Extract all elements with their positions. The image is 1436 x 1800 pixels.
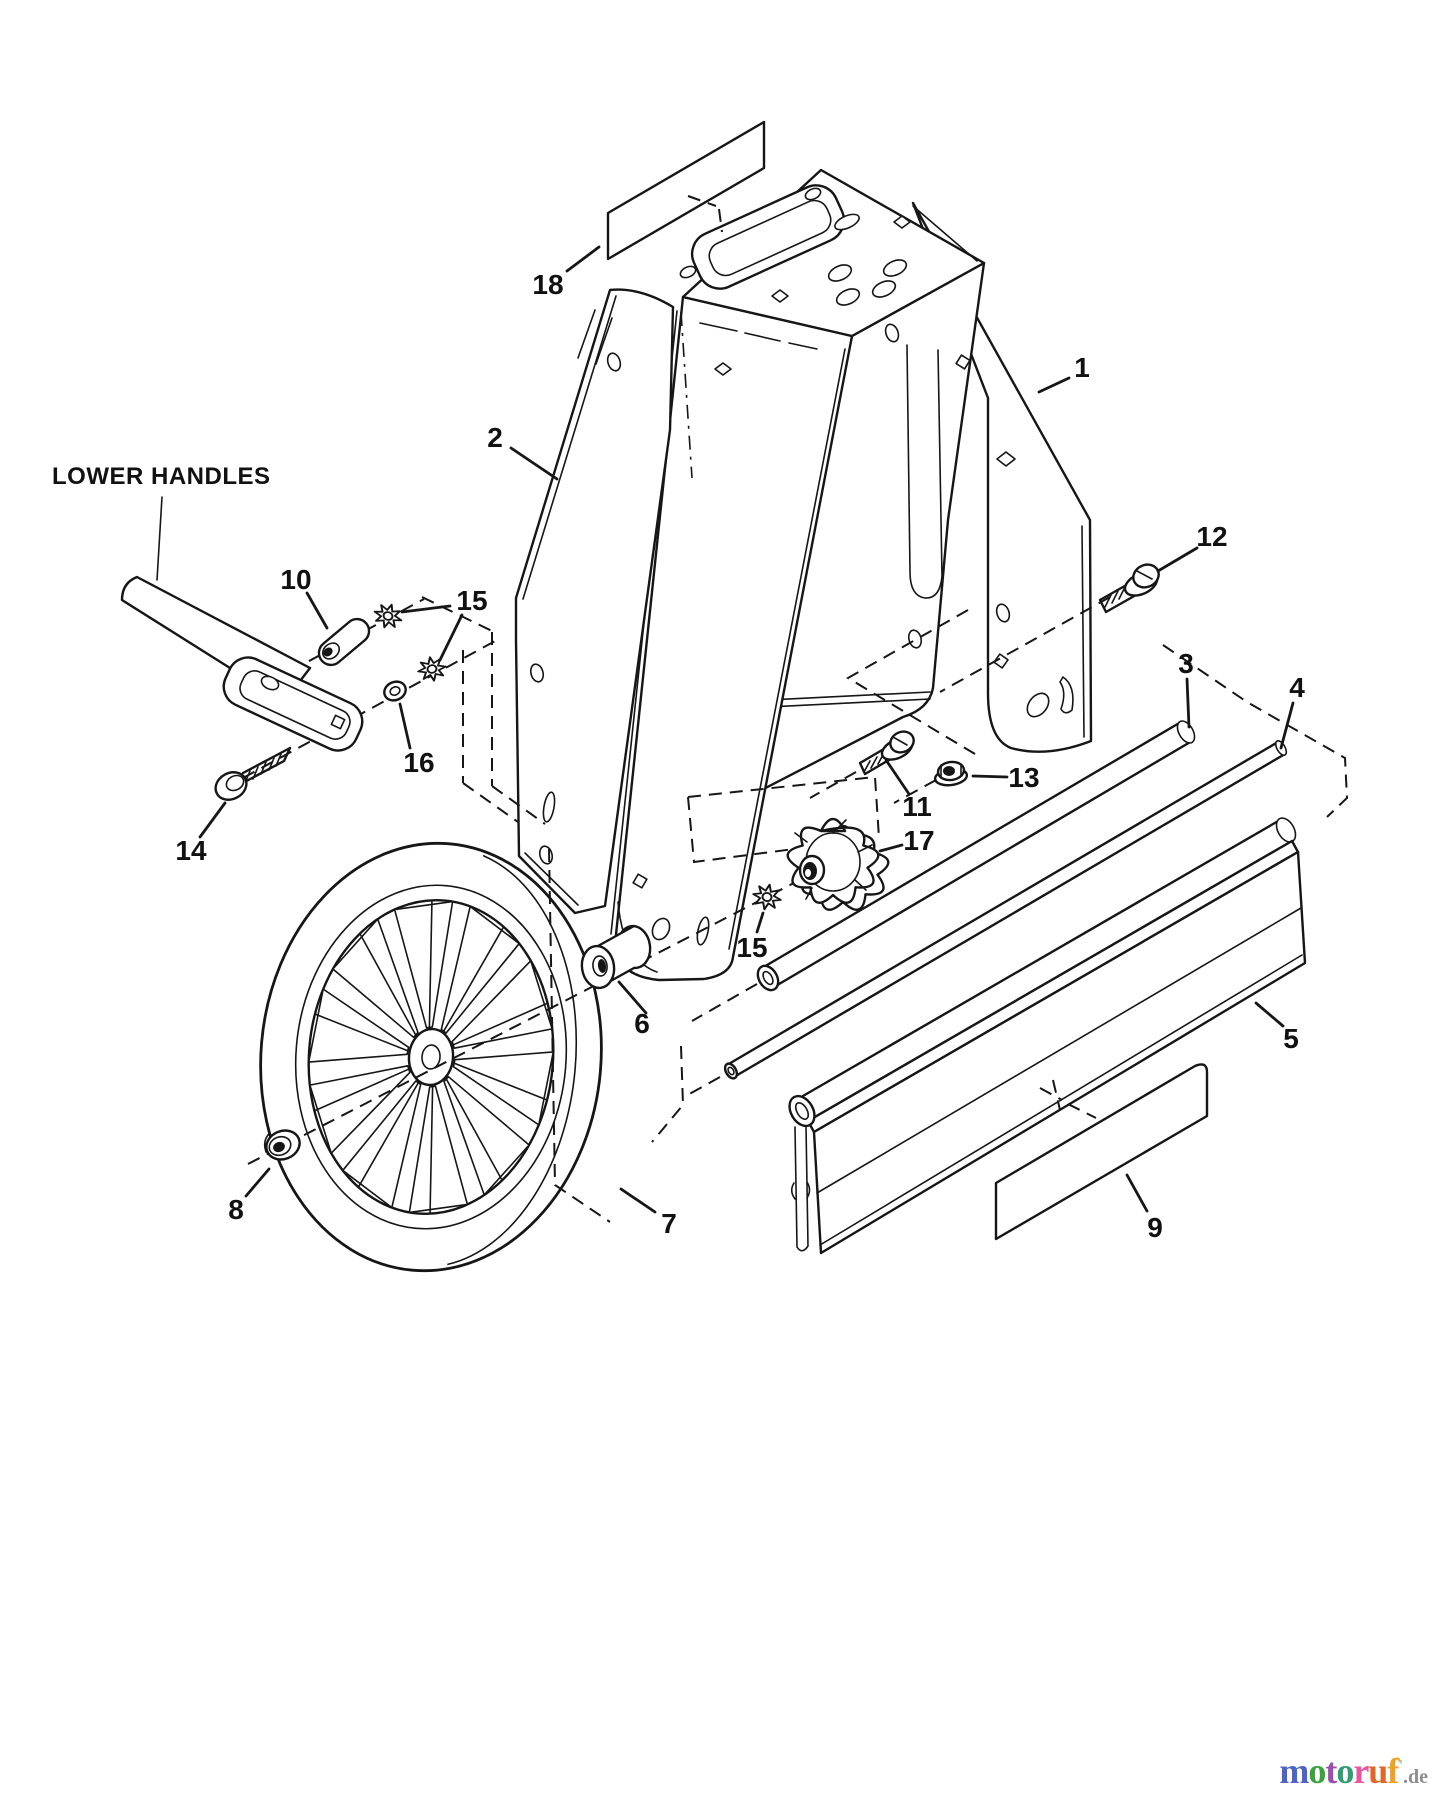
leader-line-12 [1156,546,1199,573]
leader-line-15l [755,911,765,934]
wheel [259,841,603,1273]
decal-9 [994,1063,1209,1241]
watermark-letter: m [1279,1751,1309,1791]
tube-3 [756,720,1196,992]
leader-line-8 [244,1167,271,1198]
star-washer-15-a [370,599,406,633]
section-label: LOWER HANDLES [52,463,271,490]
callout-18: 18 [532,269,563,300]
callout-16: 16 [403,747,434,778]
bolt-12 [1098,563,1160,614]
wheel-spokes [307,899,555,1215]
bolt-11 [858,730,915,776]
leader-line-7 [619,1187,657,1214]
tube-4 [723,739,1288,1080]
watermark-logo: motoruf’.de [1279,1750,1428,1792]
section-label-leader [156,496,163,581]
callout-11: 11 [902,791,932,822]
wheel-spacer-6 [580,924,652,990]
watermark-letter: t [1325,1751,1337,1791]
watermark-letter: r [1353,1751,1369,1791]
watermark-letter: o [1308,1751,1326,1791]
leader-line-18 [565,245,601,273]
watermark-tick: ’ [1398,1758,1403,1773]
leader-line-10 [305,591,329,630]
callout-3: 3 [1178,648,1194,679]
leader-line-6 [617,980,648,1015]
side-plate-left [514,288,675,915]
lower-panel [788,817,1307,1255]
leader-line-14 [198,801,227,839]
flange-nut-13 [933,760,969,787]
callout-5: 5 [1283,1023,1299,1054]
handle-spacer-10 [317,617,371,667]
side-plate-right [911,201,1093,753]
callout-10: 10 [280,564,311,595]
decal-18 [606,120,766,261]
callout-15u: 15 [456,585,487,616]
callout-9: 9 [1147,1212,1163,1243]
leader-line-11 [884,758,911,796]
callout-8: 8 [228,1194,244,1225]
frame-right-face [746,261,986,797]
watermark-letter: o [1336,1751,1354,1791]
callout-12: 12 [1196,521,1227,552]
leader-line-17 [878,843,904,853]
leader-line-15u [400,604,452,614]
callout-13: 13 [1008,762,1039,793]
carriage-bolt-14 [214,746,292,801]
leader-line-13 [971,774,1009,779]
axle-nut-8 [263,1129,301,1161]
leader-line-16 [398,702,412,750]
callout-1: 1 [1074,352,1090,383]
callout-4: 4 [1289,672,1305,703]
callout-7: 7 [661,1208,677,1239]
watermark-suffix: .de [1403,1766,1428,1788]
star-washer-15-b [415,653,449,685]
leader-line-4 [1279,701,1295,750]
leader-line-15u [438,613,464,662]
leader-line-9 [1125,1173,1149,1213]
frame-front-face [610,295,854,982]
callout-2: 2 [487,422,503,453]
star-washer-15-c [749,880,785,914]
callout-6: 6 [634,1008,650,1039]
watermark-letter: f [1387,1751,1399,1791]
knob-17-detail [794,819,873,900]
frame-top-plate [679,168,986,338]
lock-washer-16 [383,680,407,702]
leader-line-5 [1254,1001,1285,1028]
callout-17: 17 [903,825,934,856]
leader-line-2 [509,446,559,481]
callout-14: 14 [175,835,207,866]
leader-line-3 [1185,677,1191,729]
callout-15l: 15 [736,932,767,963]
leader-line-1 [1037,376,1071,394]
lower-handle [120,575,364,752]
watermark-letter: u [1368,1751,1388,1791]
